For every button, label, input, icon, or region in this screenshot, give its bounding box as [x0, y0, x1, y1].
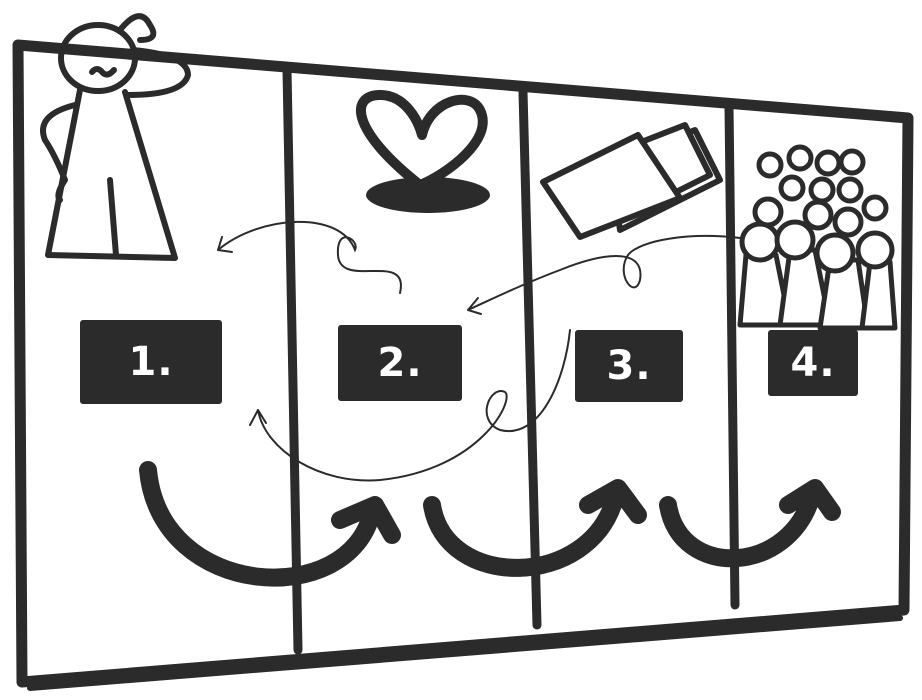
progression-arrows [139, 461, 841, 587]
confused-person-icon [40, 13, 191, 261]
step-3-label: 3. [575, 330, 683, 402]
board-frame [12, 39, 914, 691]
feedback-arrows [217, 220, 741, 482]
step-2-label: 2. [338, 325, 462, 401]
step-1-label: 1. [80, 320, 222, 404]
stacked-cards-icon [540, 122, 723, 240]
step-4-label: 4. [768, 330, 858, 396]
heart-icon [355, 90, 490, 213]
crowd-icon [737, 144, 898, 331]
